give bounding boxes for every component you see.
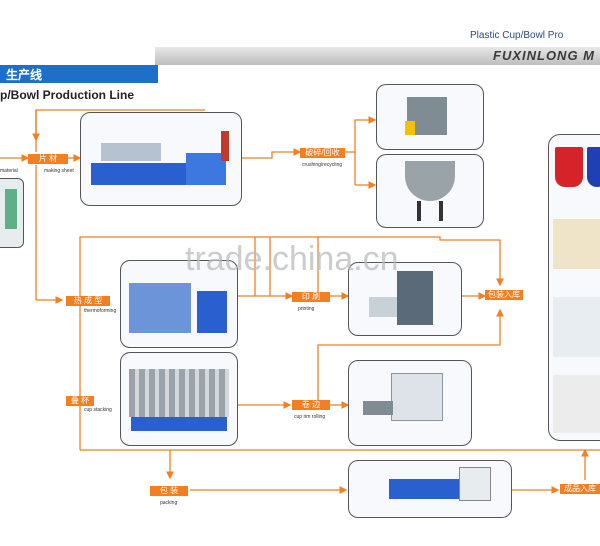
stacking-machine-image [120, 352, 238, 446]
rim-label: 卷 边 [292, 400, 330, 410]
raw-material-caption: material [0, 168, 18, 174]
packing-label: 包 装 [150, 486, 188, 496]
thermoform-label: 热 成 型 [66, 296, 110, 306]
chinese-title-bar [0, 65, 158, 83]
sheet-label: 片 材 [28, 154, 68, 164]
watermark: trade.china.cn [185, 240, 399, 278]
crusher-image [376, 84, 484, 150]
thermoforming-image [120, 260, 238, 348]
packing-machine-image [348, 460, 512, 518]
final-product-label: 成品入库 [560, 484, 600, 494]
chinese-title: 生产线 [6, 68, 43, 82]
rim-caption: cup rim rolling [294, 414, 326, 420]
stacking-caption: cup stacking [84, 407, 112, 413]
print-label: 印 刷 [292, 292, 330, 302]
print-caption: printing [298, 306, 315, 312]
packing-caption: packing [160, 500, 178, 506]
mixer-image [376, 154, 484, 228]
production-line-title: p/Bowl Production Line [0, 88, 134, 102]
thermoform-caption: thermoforming [84, 308, 117, 314]
header-right-title: Plastic Cup/Bowl Pro [470, 30, 564, 41]
crusher-caption: crushing/recycling [302, 162, 343, 168]
sheet-extruder-image [80, 112, 242, 206]
raw-material-image [0, 178, 24, 248]
company-name: FUXINLONG M [493, 48, 595, 63]
crusher-label: 破碎/回收 [300, 148, 345, 158]
products-column [548, 134, 600, 441]
sheet-caption: making sheet [44, 168, 74, 174]
printing-machine-image [348, 262, 462, 336]
stacking-label: 叠 杯 [66, 396, 94, 406]
header-bar [155, 47, 600, 65]
qc-label: 包装入库 [485, 290, 523, 300]
rim-rolling-image [348, 360, 472, 446]
